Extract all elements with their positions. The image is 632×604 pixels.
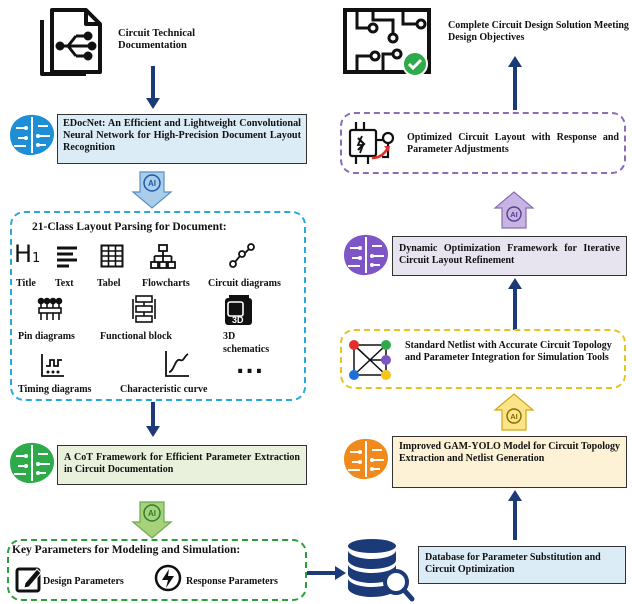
network-graph-icon xyxy=(349,340,391,380)
doc-title-label: Circuit Technical Documentation xyxy=(118,28,196,51)
arrow-head xyxy=(146,426,160,437)
class-flowcharts: Flowcharts xyxy=(142,278,190,289)
arrow-head xyxy=(146,98,160,109)
dynamic-optimization-box: Dynamic Optimization Framework for Itera… xyxy=(392,236,627,276)
brain-icon-orange xyxy=(344,438,388,480)
arrow-parsing-to-cot xyxy=(151,402,155,428)
database-search-icon xyxy=(348,539,415,602)
class-3d-schematics: 3D schematics xyxy=(223,331,270,355)
ai-arrow-blue: AI xyxy=(131,171,173,209)
key-parameters-panel xyxy=(7,539,307,601)
layout-parsing-panel xyxy=(10,211,306,401)
svg-text:3D: 3D xyxy=(232,315,244,325)
class-tabel: Tabel xyxy=(97,278,121,289)
table-icon xyxy=(100,244,124,268)
arrow-head xyxy=(508,56,522,67)
svg-text:AI: AI xyxy=(510,210,518,219)
edocnet-box: EDocNet: An Efficient and Lightweight Co… xyxy=(57,114,307,164)
arrow-database-to-gamyolo xyxy=(513,500,517,540)
svg-text:AI: AI xyxy=(148,179,156,188)
lightning-icon xyxy=(154,564,182,592)
brain-icon-green xyxy=(10,442,54,484)
optimized-layout-label: Optimized Circuit Layout with Response a… xyxy=(407,132,619,155)
arrow-head xyxy=(508,490,522,501)
class-characteristic-curve: Characteristic curve xyxy=(120,384,208,395)
optimized-circuit-icon xyxy=(348,122,395,164)
database-box: Database for Parameter Substitution and … xyxy=(418,546,626,584)
ai-arrow-green: AI xyxy=(131,501,173,539)
design-parameters-label: Design Parameters xyxy=(43,576,124,587)
class-pin-diagrams: Pin diagrams xyxy=(18,331,75,342)
class-text: Text xyxy=(55,278,74,289)
complete-solution-label: Complete Circuit Design Solution Meeting… xyxy=(448,20,629,43)
netlist-label: Standard Netlist with Accurate Circuit T… xyxy=(405,340,612,363)
arrow-doc-to-edocnet xyxy=(151,66,155,100)
characteristic-curve-icon xyxy=(165,351,189,377)
3d-schematic-icon: 3D xyxy=(225,295,252,325)
parsing-title: 21-Class Layout Parsing for Document: xyxy=(32,221,227,233)
pin-diagram-icon xyxy=(37,297,63,320)
response-parameters-label: Response Parameters xyxy=(186,576,278,587)
more-ellipsis: ... xyxy=(236,354,265,379)
optimized-layout-panel xyxy=(340,112,626,174)
brain-icon-purple xyxy=(344,234,388,276)
svg-text:AI: AI xyxy=(510,412,518,421)
arrow-head xyxy=(335,566,346,580)
flowchart-icon xyxy=(150,244,176,269)
title-icon: H1 xyxy=(14,240,41,268)
arrow-netlist-to-dynamic xyxy=(513,288,517,330)
class-circuit-diagrams: Circuit diagrams xyxy=(208,278,281,289)
cot-box: A CoT Framework for Efficient Parameter … xyxy=(57,445,307,485)
arrow-optimized-to-complete xyxy=(513,66,517,110)
ai-arrow-purple: AI xyxy=(493,191,535,229)
svg-text:AI: AI xyxy=(148,509,156,518)
text-icon xyxy=(57,246,77,268)
class-timing-diagrams: Timing diagrams xyxy=(18,384,92,395)
arrow-head xyxy=(508,278,522,289)
functional-block-icon xyxy=(132,295,156,323)
circuit-diagram-icon xyxy=(229,243,255,268)
document-icon xyxy=(40,8,102,76)
circuit-board-check-icon xyxy=(343,8,431,77)
brain-icon-blue xyxy=(10,114,54,156)
ai-arrow-yellow: AI xyxy=(493,393,535,431)
class-functional-block: Functional block xyxy=(100,331,172,342)
gam-yolo-box: Improved GAM-YOLO Model for Circuit Topo… xyxy=(392,436,627,488)
netlist-panel xyxy=(340,329,626,389)
pencil-edit-icon xyxy=(15,567,42,593)
timing-diagram-icon xyxy=(41,354,64,377)
class-title: Title xyxy=(16,278,36,289)
key-parameters-title: Key Parameters for Modeling and Simulati… xyxy=(12,544,241,556)
arrow-key-to-database xyxy=(307,571,337,575)
